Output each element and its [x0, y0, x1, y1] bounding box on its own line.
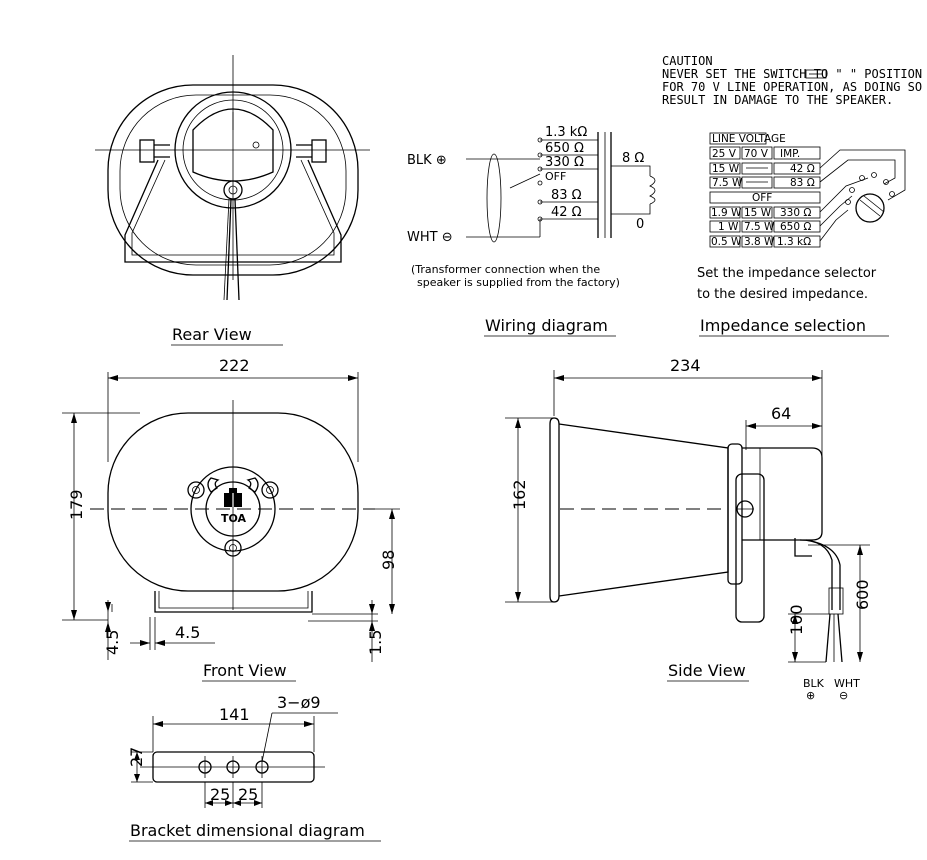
selector-knob: [855, 193, 885, 223]
cable-pair-symbol: [486, 153, 502, 243]
row-15w-70: 15 W: [744, 207, 772, 219]
row-off: OFF: [752, 192, 772, 204]
wiring-note-1: (Transformer connection when the: [411, 263, 600, 276]
side-bracket: [735, 473, 765, 623]
front-driver-ring: [190, 466, 276, 552]
tap-330: 330 Ω: [545, 155, 584, 170]
wire-wht: [837, 613, 843, 663]
wire-minus-symbol: ⊖: [839, 689, 848, 702]
dim-98: 98: [379, 550, 398, 570]
driver-housing: [174, 91, 292, 209]
dim-162: 162: [510, 479, 529, 510]
row-1w: 1 W: [718, 221, 739, 233]
tap-off: OFF: [545, 170, 566, 183]
dim-25-left: 25: [210, 785, 230, 804]
dim-179: 179: [67, 489, 86, 520]
caution-line-1: NEVER SET THE SWITCH TO " " POSITION: [662, 67, 922, 81]
cable-gland: [223, 180, 243, 200]
dim-4-5-vertical: 4.5: [103, 630, 122, 655]
blk-terminal-label: BLK ⊕: [407, 153, 447, 168]
impedance-table: LINE VOLTAGE 25 V 70 V IMP. 15 W 42 Ω 7.…: [697, 132, 906, 337]
rear-bracket: [124, 159, 342, 263]
wht-terminal-label: WHT ⊖: [407, 230, 453, 245]
dim-600: 600: [853, 579, 872, 610]
wire-label-blk: BLK: [803, 677, 825, 690]
front-view: 222 179 TOA 98 4.5: [62, 356, 400, 682]
left-bracket-knob: [139, 139, 155, 163]
rear-view: Rear View: [95, 55, 370, 346]
table-header: LINE VOLTAGE: [712, 133, 786, 145]
terminal-cover: [192, 108, 274, 182]
horn-mouth: [549, 417, 560, 603]
row-83: 83 Ω: [790, 177, 815, 189]
row-7-5w: 7.5 W: [712, 177, 743, 189]
tap-42: 42 Ω: [551, 205, 582, 220]
front-view-title: Front View: [203, 661, 287, 680]
bracket-title: Bracket dimensional diagram: [130, 821, 365, 840]
row-42: 42 Ω: [790, 163, 815, 175]
secondary-zero: 0: [636, 217, 644, 232]
caution-line-3: RESULT IN DAMAGE TO THE SPEAKER.: [662, 93, 893, 107]
col-imp: IMP.: [780, 148, 800, 160]
wiring-diagram: BLK ⊕ WHT ⊖ 1.3 kΩ 650 Ω 330 Ω OFF 83 Ω …: [407, 125, 656, 337]
impedance-note-1: Set the impedance selector: [697, 266, 877, 281]
impedance-note-2: to the desired impedance.: [697, 287, 868, 302]
tap-1-3k: 1.3 kΩ: [545, 125, 587, 140]
row-1-3k: 1.3 kΩ: [777, 236, 811, 248]
row-1-9w: 1.9 W: [711, 207, 742, 219]
front-bracket: [154, 591, 313, 613]
row-330: 330 Ω: [780, 207, 811, 219]
impedance-selection-title: Impedance selection: [700, 316, 866, 335]
toa-logo-text: TOA: [221, 512, 247, 525]
wire-plus-symbol: ⊕: [806, 689, 815, 702]
holes-spec: 3−ø9: [277, 693, 321, 712]
col-25v: 25 V: [712, 148, 737, 160]
voice-coil-symbol: [649, 175, 656, 205]
dim-25-right: 25: [238, 785, 258, 804]
row-3-8w: 3.8 W: [744, 236, 775, 248]
tap-650: 650 Ω: [545, 141, 584, 156]
side-view: 234 64 162 600 100 BLK: [505, 356, 872, 702]
horn-bell: [558, 423, 729, 597]
rear-view-title: Rear View: [172, 325, 252, 344]
wire-label-wht: WHT: [834, 677, 860, 690]
side-view-title: Side View: [668, 661, 746, 680]
dim-27: 27: [127, 747, 146, 767]
row-650: 650 Ω: [780, 221, 811, 233]
cable-b: [234, 198, 240, 301]
toa-badge: [205, 481, 261, 537]
caution-note: CAUTION NEVER SET THE SWITCH TO " " POSI…: [662, 54, 922, 107]
driver-body: [742, 447, 823, 541]
dim-141: 141: [219, 705, 250, 724]
right-bracket-knob: [311, 139, 327, 163]
bracket-diagram: 141 3−ø9 27 25 25 Bracket dimensional di…: [127, 693, 381, 842]
selector-pin: [252, 141, 260, 149]
wiring-note-2: speaker is supplied from the factory): [417, 276, 620, 289]
wire-blk: [825, 613, 831, 663]
dim-64: 64: [771, 404, 791, 423]
col-70v: 70 V: [744, 148, 769, 160]
caution-line-2: FOR 70 V LINE OPERATION, AS DOING SO: [662, 80, 922, 94]
row-7-5w-70: 7.5 W: [744, 221, 775, 233]
caution-heading: CAUTION: [662, 54, 713, 68]
row-0-5w: 0.5 W: [711, 236, 742, 248]
horn-flange: [727, 443, 743, 585]
selector-contact: [509, 173, 541, 189]
cable-sheath: [799, 539, 833, 610]
cable-a: [226, 198, 232, 301]
switch-position-symbol: [805, 69, 827, 79]
dim-4-5-horizontal: 4.5: [175, 623, 200, 642]
row-15w: 15 W: [712, 163, 740, 175]
dim-100: 100: [787, 604, 806, 635]
secondary-8ohm: 8 Ω: [622, 151, 644, 166]
dim-234: 234: [670, 356, 701, 375]
dim-222: 222: [219, 356, 250, 375]
toa-logo-mark: [224, 493, 232, 507]
dim-1-5: 1.5: [366, 630, 385, 655]
wiring-diagram-title: Wiring diagram: [485, 316, 608, 335]
tap-83: 83 Ω: [551, 188, 582, 203]
